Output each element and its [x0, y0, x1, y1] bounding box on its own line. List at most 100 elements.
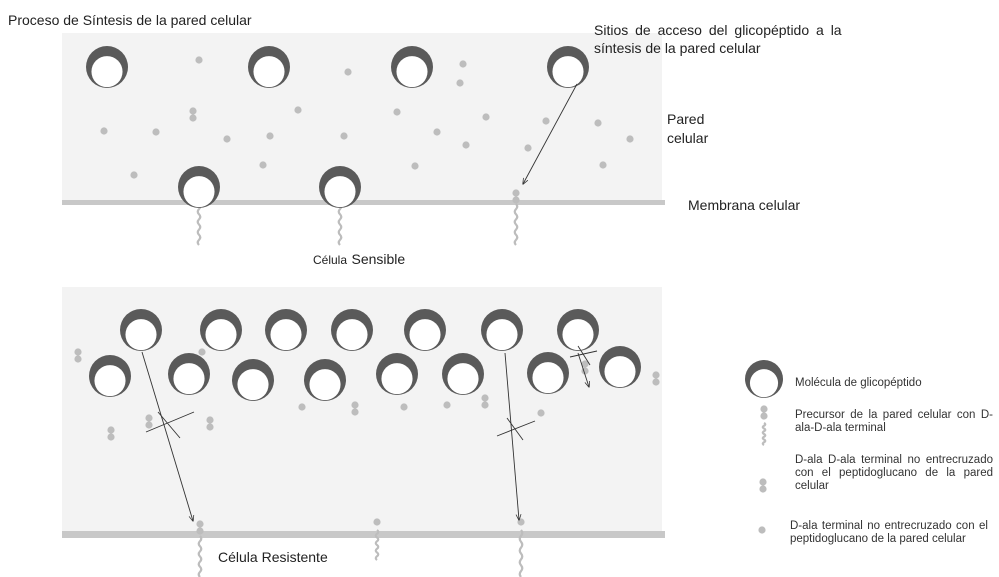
- legend-precursor-tail: [761, 422, 767, 446]
- bottom-row1-molecule-4: [331, 309, 373, 351]
- legend-precursor-head-b: [760, 412, 768, 420]
- bottom-row1-molecule-5-hole: [409, 319, 441, 351]
- bottom-dala-dot-5: [537, 409, 545, 417]
- bottom-row2-molecule-2-hole: [173, 363, 205, 395]
- bottom-row2-molecule-2: [168, 353, 210, 395]
- legend-dala-single-icon: [758, 526, 766, 534]
- cross-right-b: [506, 417, 524, 441]
- precursor-tails: [196, 203, 767, 577]
- legend-precursor-head-a: [760, 405, 768, 413]
- bottom-dala-pair-3-b: [145, 421, 153, 429]
- cell-panels: [62, 33, 662, 533]
- top-dala-dot-9: [294, 106, 302, 114]
- legend-dala-pair-icon-b: [759, 485, 767, 493]
- top-membrane-molecule-2-hole: [324, 176, 356, 208]
- top-dala-dot-11: [393, 108, 401, 116]
- bottom-row2-molecule-3-hole: [237, 369, 269, 401]
- membranes: [62, 200, 665, 538]
- bottom-precursor-head-1-b: [196, 527, 204, 535]
- bottom-row2-molecule-7-hole: [532, 362, 564, 394]
- top-dala-dot-21: [411, 162, 419, 170]
- top-wall-molecule-1: [86, 46, 128, 88]
- bottom-row1-molecule-2-hole: [205, 319, 237, 351]
- legend-glycopeptide-text: Molécula de glicopéptido: [795, 377, 922, 389]
- bottom-precursor-tail-3: [518, 529, 524, 577]
- legend-glycopeptide-icon: [745, 360, 783, 398]
- top-wall-molecule-3: [391, 46, 433, 88]
- bottom-row2-molecule-3: [232, 359, 274, 401]
- top-precursor-head-3-a: [512, 189, 520, 197]
- bottom-dala-pair-4-a: [206, 416, 214, 424]
- bottom-dala-pair-7-a: [652, 371, 660, 379]
- top-dala-dot-20: [259, 161, 267, 169]
- bottom-dala-pair-5-b: [351, 408, 359, 416]
- legend-glycopeptide-icon-hole: [749, 369, 779, 398]
- top-dala-dot-7: [223, 135, 231, 143]
- bottom-row2-molecule-5: [376, 353, 418, 395]
- top-dala-dot-16: [594, 119, 602, 127]
- bottom-row1-molecule-7-hole: [562, 319, 594, 351]
- bottom-row1-molecule-2: [200, 309, 242, 351]
- legend-precursor-text: Precursor de la pared celular con D-ala-…: [795, 409, 993, 434]
- bottom-row1-molecule-7: [557, 309, 599, 351]
- top-dala-dot-15: [542, 117, 550, 125]
- top-wall-molecule-1-hole: [91, 56, 123, 88]
- access-sites-line2: síntesis de la pared celular: [594, 40, 761, 56]
- legend-icons: [745, 360, 783, 398]
- top-membrane-molecule-1-hole: [183, 176, 215, 208]
- top-dala-dot-1: [195, 56, 203, 64]
- cross-short-b: [577, 345, 591, 366]
- bottom-row2-molecule-5-hole: [381, 363, 413, 395]
- bottom-precursor-head-1-a: [196, 520, 204, 528]
- bottom-dala-pair-1-a: [74, 348, 82, 356]
- bottom-dala-pair-4-b: [206, 423, 214, 431]
- bottom-dala-pair-2-b: [107, 433, 115, 441]
- bottom-row1-molecule-1-hole: [125, 319, 157, 351]
- top-dala-dot-12: [433, 128, 441, 136]
- sensitive-cell-prefix: Célula: [313, 253, 348, 267]
- top-precursor-tail-1: [196, 203, 202, 246]
- bottom-row1-molecule-6-hole: [486, 319, 518, 351]
- arrows: [141, 83, 598, 521]
- bottom-row1-molecule-6: [481, 309, 523, 351]
- top-dala-pair-1-a: [189, 107, 197, 115]
- diagram-title: Proceso de Síntesis de la pared celular: [8, 12, 252, 28]
- top-wall-molecule-4-hole: [552, 56, 584, 88]
- top-wall-molecule-4: [547, 46, 589, 88]
- top-dala-dot-3: [459, 60, 467, 68]
- top-dala-dot-4: [456, 79, 464, 87]
- top-dala-dot-6: [152, 128, 160, 136]
- bottom-dala-pair-7-b: [652, 378, 660, 386]
- bottom-dala-pair-6-b: [481, 401, 489, 409]
- sensitive-membrane: [62, 200, 665, 205]
- top-precursor-tail-3: [513, 203, 519, 246]
- cross-right-a: [496, 420, 536, 437]
- bottom-dala-dot-3: [400, 403, 408, 411]
- top-membrane-molecule-2: [319, 166, 361, 208]
- top-dala-dot-2: [344, 68, 352, 76]
- bottom-row2-molecule-6-hole: [447, 363, 479, 395]
- bottom-precursor-head-2: [373, 518, 381, 526]
- bottom-row2-molecule-1: [89, 355, 131, 397]
- bottom-row2-molecule-4: [304, 359, 346, 401]
- access-sites-label: Sitios de acceso del glicopéptido a la s…: [594, 21, 842, 57]
- legend-dala-pair-text: D-ala D-ala terminal no entrecruzado con…: [795, 454, 993, 492]
- top-dala-pair-1-b: [189, 114, 197, 122]
- blocked-arrow-right: [504, 352, 519, 520]
- glycopeptide-molecules: [86, 46, 641, 401]
- top-dala-dot-8: [266, 132, 274, 140]
- bottom-precursor-tail-2: [374, 529, 380, 561]
- top-dala-dot-17: [626, 135, 634, 143]
- top-precursor-tail-2: [337, 203, 343, 246]
- access-sites-line1: Sitios de acceso del glicopéptido a la: [594, 22, 842, 38]
- sensitive-cell-label: Célula Sensible: [313, 251, 405, 269]
- blocked-arrow-short: [577, 352, 589, 387]
- cell-wall-label: Pared celular: [667, 110, 708, 148]
- access-site-arrow: [523, 83, 578, 184]
- cell-wall-line2: celular: [667, 130, 709, 146]
- top-wall-molecule-2-hole: [253, 56, 285, 88]
- bottom-row1-molecule-3: [265, 309, 307, 351]
- resistant-membrane: [62, 531, 665, 538]
- top-dala-dot-5: [100, 127, 108, 135]
